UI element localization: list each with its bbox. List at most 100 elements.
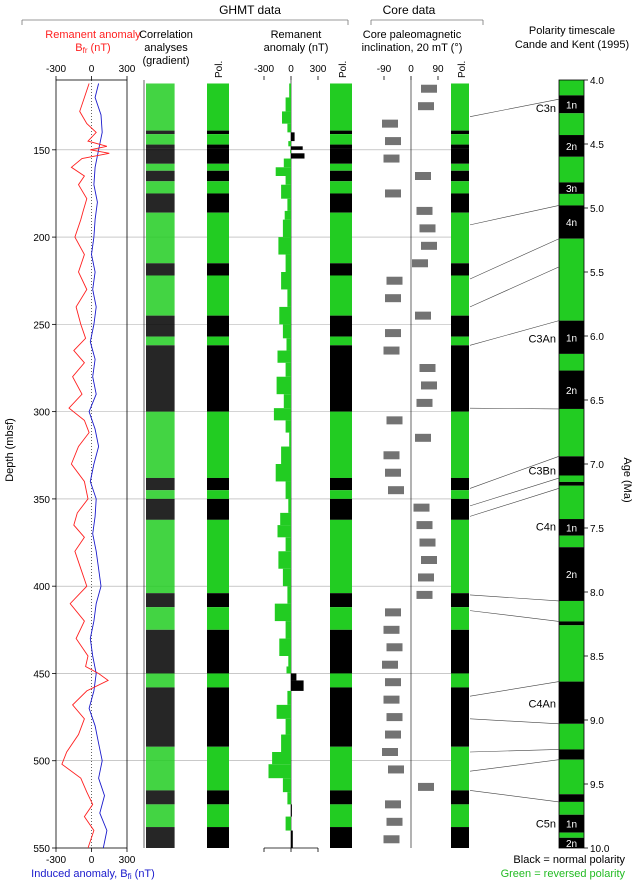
remanent2-bar-39 <box>287 586 291 604</box>
age-tick-label-9: 8.5 <box>590 652 604 663</box>
pol-column-3-band-5 <box>451 163 469 171</box>
pol-column-1-band-9 <box>207 212 229 264</box>
remanent2-bar-15 <box>282 219 291 238</box>
remanent2-bar-3 <box>287 123 291 133</box>
pol-column-3-band-4 <box>451 148 469 164</box>
remanent2-bar-26 <box>283 394 291 409</box>
pol-column-1-band-1 <box>207 130 229 135</box>
inclination-point-20 <box>415 433 431 442</box>
pol-column-3-band-12 <box>451 315 469 337</box>
age-tick-label-12: 10.0 <box>590 844 610 855</box>
remanent2-bar-1 <box>285 97 291 112</box>
correlation-band-18 <box>146 498 175 520</box>
correlation-title-3: (gradient) <box>142 55 189 67</box>
timescale-segment-19 <box>559 547 584 601</box>
induced-axis-title: Induced anomaly, Bfi (nT) <box>31 868 155 881</box>
inclination-top-tick-label-2: 90 <box>432 64 444 75</box>
polarity-title-1: Polarity timescale <box>529 25 615 37</box>
inclination-point-2 <box>382 119 398 128</box>
timescale-segment-3 <box>559 135 584 157</box>
pol-column-1-band-16 <box>207 477 229 491</box>
pol-column-1-band-20 <box>207 593 229 608</box>
anomaly-top-tick-label-2: 300 <box>119 64 136 75</box>
correlation-band-28 <box>146 827 175 848</box>
pol-column-3-band-21 <box>451 607 469 630</box>
remanent2-bar-55 <box>291 804 292 817</box>
pol-column-1-band-19 <box>207 519 229 594</box>
pol-column-2-band-27 <box>330 804 352 828</box>
timescale-segment-29 <box>559 814 584 833</box>
correlation-band-9 <box>146 212 175 264</box>
pol-column-2-band-23 <box>330 673 352 688</box>
remanent2-bar-56 <box>285 816 291 831</box>
remanent2-bar-54 <box>287 792 291 805</box>
correlation-band-24 <box>146 687 175 747</box>
induced-title-unit: (nT) <box>132 868 155 880</box>
remanent2-bar-12 <box>281 184 291 199</box>
inclination-point-12 <box>385 294 401 303</box>
tie-line-6 <box>469 456 560 489</box>
correlation-band-7 <box>146 181 175 194</box>
pol-column-1-band-15 <box>207 411 229 478</box>
timescale-segment-15 <box>559 481 584 486</box>
remanent2-bar-29 <box>289 432 291 447</box>
timescale-label-7: 4n <box>566 218 577 229</box>
inclination-top-tick-label-0: -90 <box>377 64 392 75</box>
age-tick-label-6: 7.0 <box>590 460 604 471</box>
correlation-band-15 <box>146 411 175 478</box>
pol-column-2-band-25 <box>330 746 352 791</box>
age-tick-label-2: 5.0 <box>590 204 604 215</box>
tie-line-9 <box>469 594 560 602</box>
pol-column-2-band-26 <box>330 790 352 805</box>
remanent-anomaly-line <box>61 83 110 849</box>
pol-label-1: Pol. <box>214 61 225 78</box>
remanent2-title-1: Remanent <box>271 29 322 41</box>
pol-column-1-band-25 <box>207 746 229 791</box>
pol-column-1-band-18 <box>207 498 229 520</box>
legend-green: Green = reversed polarity <box>501 868 626 880</box>
age-tick-label-0: 4.0 <box>590 76 604 87</box>
pol-column-3-band-2 <box>451 134 469 145</box>
anomaly-top-tick-label-0: -300 <box>46 64 66 75</box>
depth-tick-label-5: 400 <box>33 582 50 593</box>
pol-column-2-band-22 <box>330 629 352 674</box>
timescale-segment-13 <box>559 456 584 476</box>
remanent2-bar-50 <box>281 734 291 752</box>
inclination-point-40 <box>418 782 434 791</box>
legend-black: Black = normal polarity <box>513 854 625 866</box>
correlation-band-25 <box>146 746 175 791</box>
remanent2-bar-0 <box>289 83 291 98</box>
correlation-band-6 <box>146 170 175 182</box>
pol-label-3: Pol. <box>457 61 468 78</box>
remanent2-bar-44 <box>286 666 291 674</box>
core-header: Core data <box>383 3 436 17</box>
timescale-segment-16 <box>559 485 584 520</box>
timescale-segment-10 <box>559 353 584 371</box>
pol-column-1-band-2 <box>207 134 229 145</box>
timescale-segment-17 <box>559 519 584 536</box>
remanent2-bar-18 <box>281 272 291 290</box>
remanent2-bar-49 <box>285 718 291 735</box>
timescale-segment-6 <box>559 193 584 206</box>
remanent2-bar-4 <box>291 132 295 142</box>
pol-column-2-band-24 <box>330 687 352 747</box>
pol-column-3-band-8 <box>451 193 469 213</box>
pol-column-3-band-11 <box>451 275 469 316</box>
tie-line-12 <box>469 718 560 725</box>
remanent2-bar-28 <box>285 420 291 433</box>
pol-column-2-band-6 <box>330 170 352 182</box>
remanent2-bar-31 <box>275 464 291 482</box>
correlation-band-1 <box>146 130 175 135</box>
remanent2-top-tick-label-0: -300 <box>254 64 274 75</box>
correlation-band-22 <box>146 629 175 674</box>
remanent-title-symbol: B <box>75 42 82 54</box>
pol-column-3-band-7 <box>451 181 469 194</box>
pol-column-3-band-10 <box>451 263 469 276</box>
age-tick-label-11: 9.5 <box>590 780 604 791</box>
polarity-title-2: Cande and Kent (1995) <box>515 39 629 51</box>
pol-column-3-band-1 <box>451 130 469 135</box>
anomaly-bottom-tick-label-2: 300 <box>119 855 136 866</box>
inclination-point-21 <box>383 451 400 460</box>
timescale-segment-1 <box>559 95 584 114</box>
